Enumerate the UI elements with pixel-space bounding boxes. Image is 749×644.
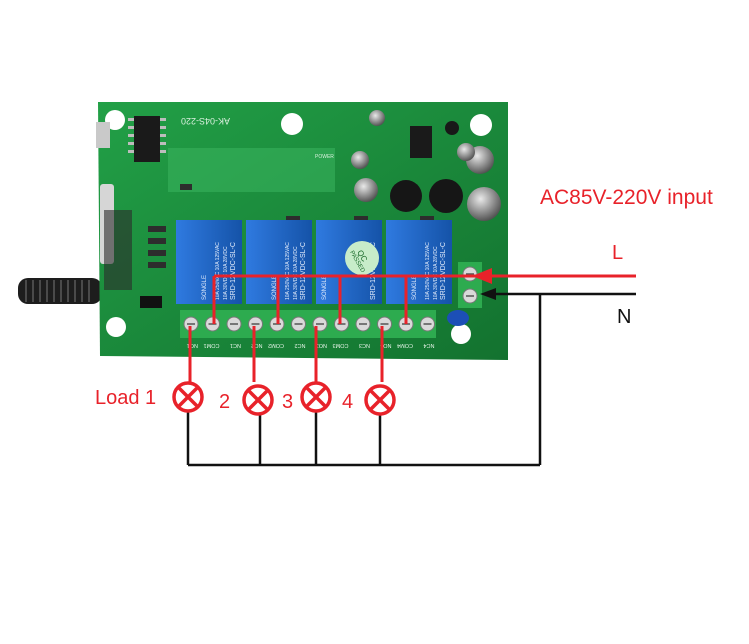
- relay-brand: SONGLE: [202, 275, 208, 300]
- lamp-4: [364, 384, 396, 416]
- resistors: [148, 184, 434, 268]
- jumper: [140, 296, 162, 308]
- neutral-label: N: [617, 306, 631, 328]
- live-label: L: [612, 242, 623, 264]
- relay-model: SRD-12VDC-SL-C: [230, 242, 237, 300]
- mounting-hole: [470, 114, 492, 136]
- model-text: AK-04S-220: [181, 116, 230, 126]
- terminal-label: NC4: [423, 342, 434, 348]
- ic-chip: [410, 126, 432, 158]
- input-label: AC85V-220V input: [540, 186, 713, 209]
- mounting-hole: [281, 113, 303, 135]
- live-arrow: [472, 268, 492, 284]
- terminal-labels: NO1 COM1 NC1 NO2 COM2 NC2 NO3 COM3 NC3 NO4 COM4 NC4: [187, 342, 435, 348]
- relay-brand: SONGLE: [412, 275, 418, 300]
- relay-rating: 10A 250VAC 10A 125VAC: [285, 242, 291, 300]
- terminal-label: NO3: [316, 342, 327, 348]
- load-1-label: Load 1: [95, 387, 156, 409]
- load-2-label: 2: [219, 391, 230, 413]
- neutral-wire: [186, 292, 636, 467]
- terminal-label: COM3: [333, 342, 349, 348]
- lamp-2: [242, 384, 274, 416]
- relay-rating: 10A 30VDC 10A 28VDC: [293, 246, 299, 300]
- terminal-label: COM1: [204, 342, 220, 348]
- capacitor: [467, 187, 501, 221]
- capacitor: [390, 180, 422, 212]
- terminal-label: COM2: [268, 342, 284, 348]
- terminal-label: NO4: [380, 342, 391, 348]
- antenna-coil: [18, 278, 102, 304]
- load-4-label: 4: [342, 391, 353, 413]
- relay-model: SRD-12VDC-SL-C: [440, 242, 447, 300]
- power-text: POWER: [315, 154, 334, 160]
- qc-passed-sticker: [345, 241, 379, 275]
- relay-model: SRD-12VDC-SL-C: [300, 242, 307, 300]
- lamp-1: [172, 381, 204, 413]
- ic-chip: [134, 116, 160, 162]
- button: [96, 122, 110, 148]
- relay-brand: SONGLE: [272, 275, 278, 300]
- relay-model: SRD-12VDC-SL-C: [370, 242, 377, 300]
- relay-rating: 10A 30VDC 10A 28VDC: [433, 246, 439, 300]
- capacitor: [354, 178, 378, 202]
- mounting-hole: [106, 317, 126, 337]
- relay-brand: SONGLE: [322, 275, 328, 300]
- terminal-label: NC1: [230, 342, 241, 348]
- mounting-hole: [451, 324, 471, 344]
- capacitor: [429, 179, 463, 213]
- relay-rating: 10A 30VDC 10A 28VDC: [223, 246, 229, 300]
- input-terminal-block: [458, 262, 482, 308]
- capacitor: [369, 110, 385, 126]
- blue-capacitor: [447, 310, 469, 326]
- capacitor: [457, 143, 475, 161]
- relay-4: SONGLE SRD-12VDC-SL-C 10A 250VAC 10A 125…: [386, 220, 452, 304]
- terminal-label: NO2: [251, 342, 262, 348]
- terminal-label: NC3: [359, 342, 370, 348]
- output-terminal-block: [180, 310, 436, 338]
- load-3-label: 3: [282, 391, 293, 413]
- relay-rating: 10A 250VAC 10A 125VAC: [215, 242, 221, 300]
- capacitor: [445, 121, 459, 135]
- lamp-3: [300, 381, 332, 413]
- silkscreen-panel: [168, 148, 335, 192]
- relay-group: SONGLE SRD-12VDC-SL-C 10A 250VAC 10A 125…: [176, 220, 452, 304]
- module-pins: [104, 210, 132, 290]
- live-wire: [188, 274, 636, 382]
- capacitor: [351, 151, 369, 169]
- relay-rating: 10A 250VAC 10A 125VAC: [425, 242, 431, 300]
- terminal-label: COM4: [397, 342, 413, 348]
- terminal-label: NO1: [187, 342, 198, 348]
- terminal-label: NC2: [294, 342, 305, 348]
- relay-1: SONGLE SRD-12VDC-SL-C 10A 250VAC 10A 125…: [176, 220, 242, 304]
- neutral-arrow: [480, 288, 496, 300]
